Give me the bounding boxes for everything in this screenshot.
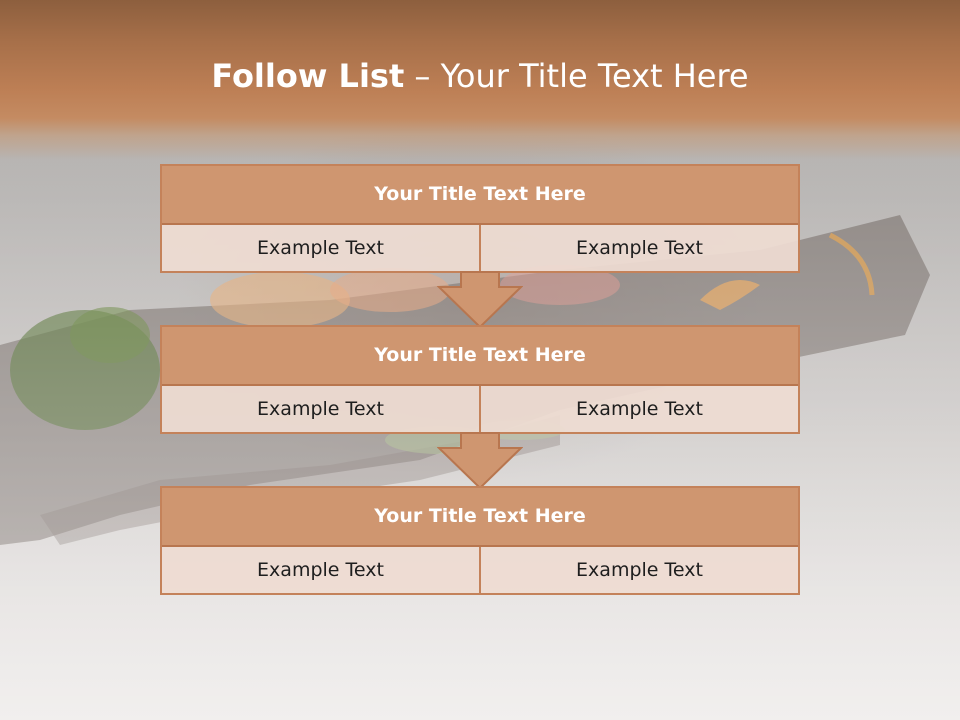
block-cell-left: Example Text [162,386,479,432]
block-cell-right: Example Text [479,386,798,432]
follow-block-3: Your Title Text Here Example Text Exampl… [160,486,800,595]
slide-title: Follow List – Your Title Text Here [0,56,960,100]
block-cell-left: Example Text [162,547,479,593]
block-row: Example Text Example Text [162,225,798,271]
block-cell-left: Example Text [162,225,479,271]
title-band [0,0,960,160]
down-arrow-icon [437,432,523,490]
down-arrow-icon [437,271,523,329]
slide-title-rest: – Your Title Text Here [404,57,749,95]
slide-title-bold: Follow List [211,57,405,95]
follow-block-1: Your Title Text Here Example Text Exampl… [160,164,800,273]
follow-block-2: Your Title Text Here Example Text Exampl… [160,325,800,434]
block-row: Example Text Example Text [162,386,798,432]
block-row: Example Text Example Text [162,547,798,593]
block-title: Your Title Text Here [162,488,798,547]
block-cell-right: Example Text [479,547,798,593]
block-title: Your Title Text Here [162,166,798,225]
block-cell-right: Example Text [479,225,798,271]
block-title: Your Title Text Here [162,327,798,386]
